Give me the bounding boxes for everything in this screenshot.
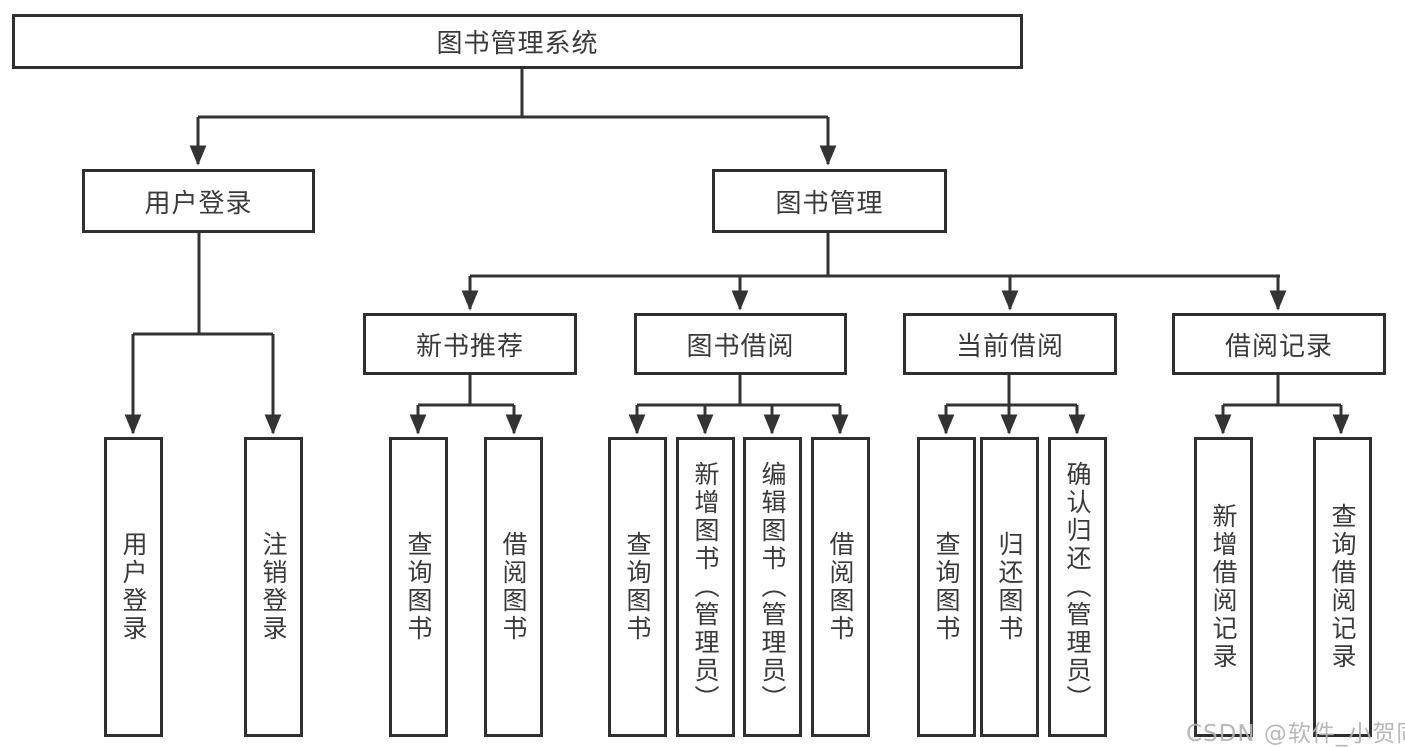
leaf-query-books-2: 查询图书 xyxy=(608,437,667,737)
node-book-management: 图书管理 xyxy=(712,169,947,233)
leaf-borrow-books-1: 借阅图书 xyxy=(484,437,543,737)
leaf-user-login: 用户登录 xyxy=(104,437,163,737)
node-new-book-recommend-label: 新书推荐 xyxy=(415,331,524,362)
leaf-logout-label: 注销登录 xyxy=(259,531,288,643)
leaf-confirm-return-admin-label: 确认归还（管理员） xyxy=(1063,461,1092,713)
leaf-borrow-books-2: 借阅图书 xyxy=(811,437,870,737)
node-current-borrow-label: 当前借阅 xyxy=(955,331,1064,362)
node-book-management-label: 图书管理 xyxy=(775,188,884,219)
node-borrow-records-label: 借阅记录 xyxy=(1224,331,1333,362)
leaf-edit-book-admin-label: 编辑图书（管理员） xyxy=(758,461,787,713)
leaf-query-books-3-label: 查询图书 xyxy=(932,531,961,643)
leaf-add-borrow-record: 新增借阅记录 xyxy=(1194,437,1253,737)
node-root-label: 图书管理系统 xyxy=(436,29,599,59)
node-new-book-recommend: 新书推荐 xyxy=(363,313,577,375)
node-book-borrow-label: 图书借阅 xyxy=(686,331,795,362)
node-user-login: 用户登录 xyxy=(82,169,315,233)
leaf-query-borrow-record: 查询借阅记录 xyxy=(1313,437,1372,737)
leaf-query-books-3: 查询图书 xyxy=(917,437,976,737)
node-borrow-records: 借阅记录 xyxy=(1172,313,1386,375)
node-book-borrow: 图书借阅 xyxy=(634,313,847,375)
watermark: CSDN @软件_小贺同学 xyxy=(1186,721,1405,747)
leaf-user-login-label: 用户登录 xyxy=(119,531,148,643)
leaf-add-book-admin: 新增图书（管理员） xyxy=(676,437,735,737)
leaf-query-borrow-record-label: 查询借阅记录 xyxy=(1328,503,1357,671)
leaf-borrow-books-1-label: 借阅图书 xyxy=(499,531,528,643)
leaf-return-book-label: 归还图书 xyxy=(995,531,1024,643)
leaf-edit-book-admin: 编辑图书（管理员） xyxy=(743,437,802,737)
leaf-add-borrow-record-label: 新增借阅记录 xyxy=(1209,503,1238,671)
node-root: 图书管理系统 xyxy=(12,14,1023,69)
leaf-confirm-return-admin: 确认归还（管理员） xyxy=(1048,437,1107,737)
leaf-logout: 注销登录 xyxy=(244,437,303,737)
leaf-return-book: 归还图书 xyxy=(980,437,1039,737)
leaf-add-book-admin-label: 新增图书（管理员） xyxy=(691,461,720,713)
node-user-login-label: 用户登录 xyxy=(144,188,253,219)
leaf-borrow-books-2-label: 借阅图书 xyxy=(826,531,855,643)
node-current-borrow: 当前借阅 xyxy=(903,313,1117,375)
leaf-query-books-1: 查询图书 xyxy=(389,437,448,737)
leaf-query-books-2-label: 查询图书 xyxy=(623,531,652,643)
leaf-query-books-1-label: 查询图书 xyxy=(404,531,433,643)
